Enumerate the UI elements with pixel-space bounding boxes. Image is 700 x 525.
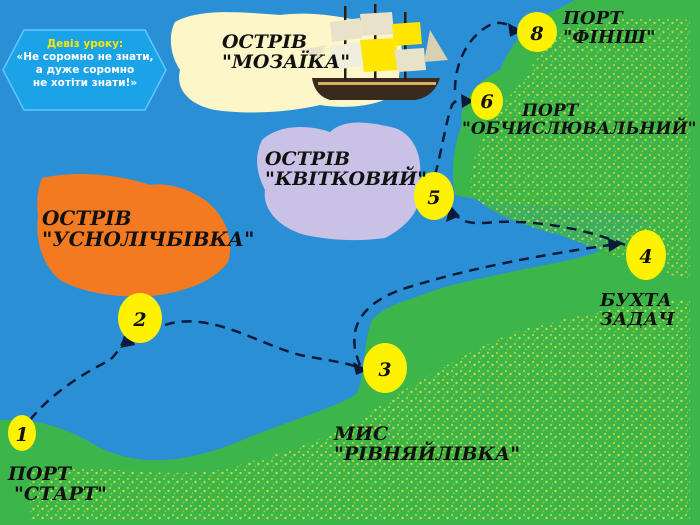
label-port-finish: ПОРТ "ФІНІШ" — [563, 8, 656, 48]
route-path — [29, 21, 626, 421]
label-line: ЗАДАЧ — [600, 308, 675, 330]
motto-text: Девіз уроку: «Не соромно не знати, а дуж… — [5, 38, 165, 91]
stop-number: 1 — [15, 424, 28, 446]
label-line: ОСТРІВ — [222, 31, 308, 53]
motto-box: Девіз уроку: «Не соромно не знати, а дуж… — [5, 30, 165, 110]
motto-shape — [2, 29, 167, 111]
motto-line-3: не хотіти знати!» — [32, 77, 138, 90]
sailing-ship-icon — [300, 4, 448, 100]
stop-number: 2 — [132, 309, 146, 331]
label-line: "СТАРТ" — [14, 482, 107, 505]
motto-line-1: «Не соромно не знати, — [16, 51, 154, 64]
label-island-usnolichbivka: ОСТРІВ "УСНОЛІЧБІВКА" — [42, 208, 254, 250]
stop-number: 4 — [639, 246, 652, 268]
island-kvitkovyi — [257, 122, 421, 241]
label-line: БУХТА — [600, 290, 673, 311]
label-line: ПОРТ — [522, 101, 579, 121]
label-line: МИС — [334, 423, 389, 445]
label-line: ПОРТ — [8, 463, 71, 485]
route-stop-3[interactable]: 3 — [363, 343, 407, 393]
label-cape: МИС "РІВНЯЙЛІВКА" — [334, 423, 521, 465]
motto-title: Девіз уроку: — [46, 38, 124, 50]
route-stop-8[interactable]: 8 — [517, 12, 557, 52]
route-stop-2[interactable]: 2 — [118, 293, 162, 343]
route-stop-5[interactable]: 5 — [414, 172, 454, 220]
label-line: "УСНОЛІЧБІВКА" — [42, 227, 255, 251]
motto-line-2: а дуже соромно — [35, 64, 135, 77]
label-line: "МОЗАЇКА" — [222, 50, 351, 73]
label-line: ОСТРІВ — [265, 148, 351, 170]
label-line: "ОБЧИСЛЮВАЛЬНИЙ" — [462, 118, 697, 139]
route-stop-6[interactable]: 6 — [471, 82, 503, 120]
label-line: "РІВНЯЙЛІВКА" — [334, 442, 521, 465]
label-bay: БУХТА ЗАДАЧ — [600, 290, 675, 330]
route-stop-4[interactable]: 4 — [626, 230, 666, 280]
label-line: "КВІТКОВИЙ" — [265, 167, 427, 190]
stop-number: 6 — [480, 91, 493, 113]
stop-number: 8 — [529, 23, 543, 45]
stop-number: 5 — [427, 187, 440, 209]
route-stop-1[interactable]: 1 — [8, 415, 36, 451]
island-usnolichbivka — [37, 174, 231, 297]
label-island-kvitkovyi: ОСТРІВ "КВІТКОВИЙ" — [265, 148, 427, 190]
label-island-mozaika: ОСТРІВ "МОЗАЇКА" — [222, 31, 351, 73]
label-port-obchysl: ПОРТ "ОБЧИСЛЮВАЛЬНИЙ" — [462, 101, 697, 139]
label-line: ПОРТ — [563, 8, 623, 29]
label-line: "ФІНІШ" — [563, 26, 656, 48]
stop-number: 3 — [378, 359, 391, 381]
label-line: ОСТРІВ — [42, 206, 132, 230]
label-port-start: ПОРТ "СТАРТ" — [8, 463, 107, 505]
